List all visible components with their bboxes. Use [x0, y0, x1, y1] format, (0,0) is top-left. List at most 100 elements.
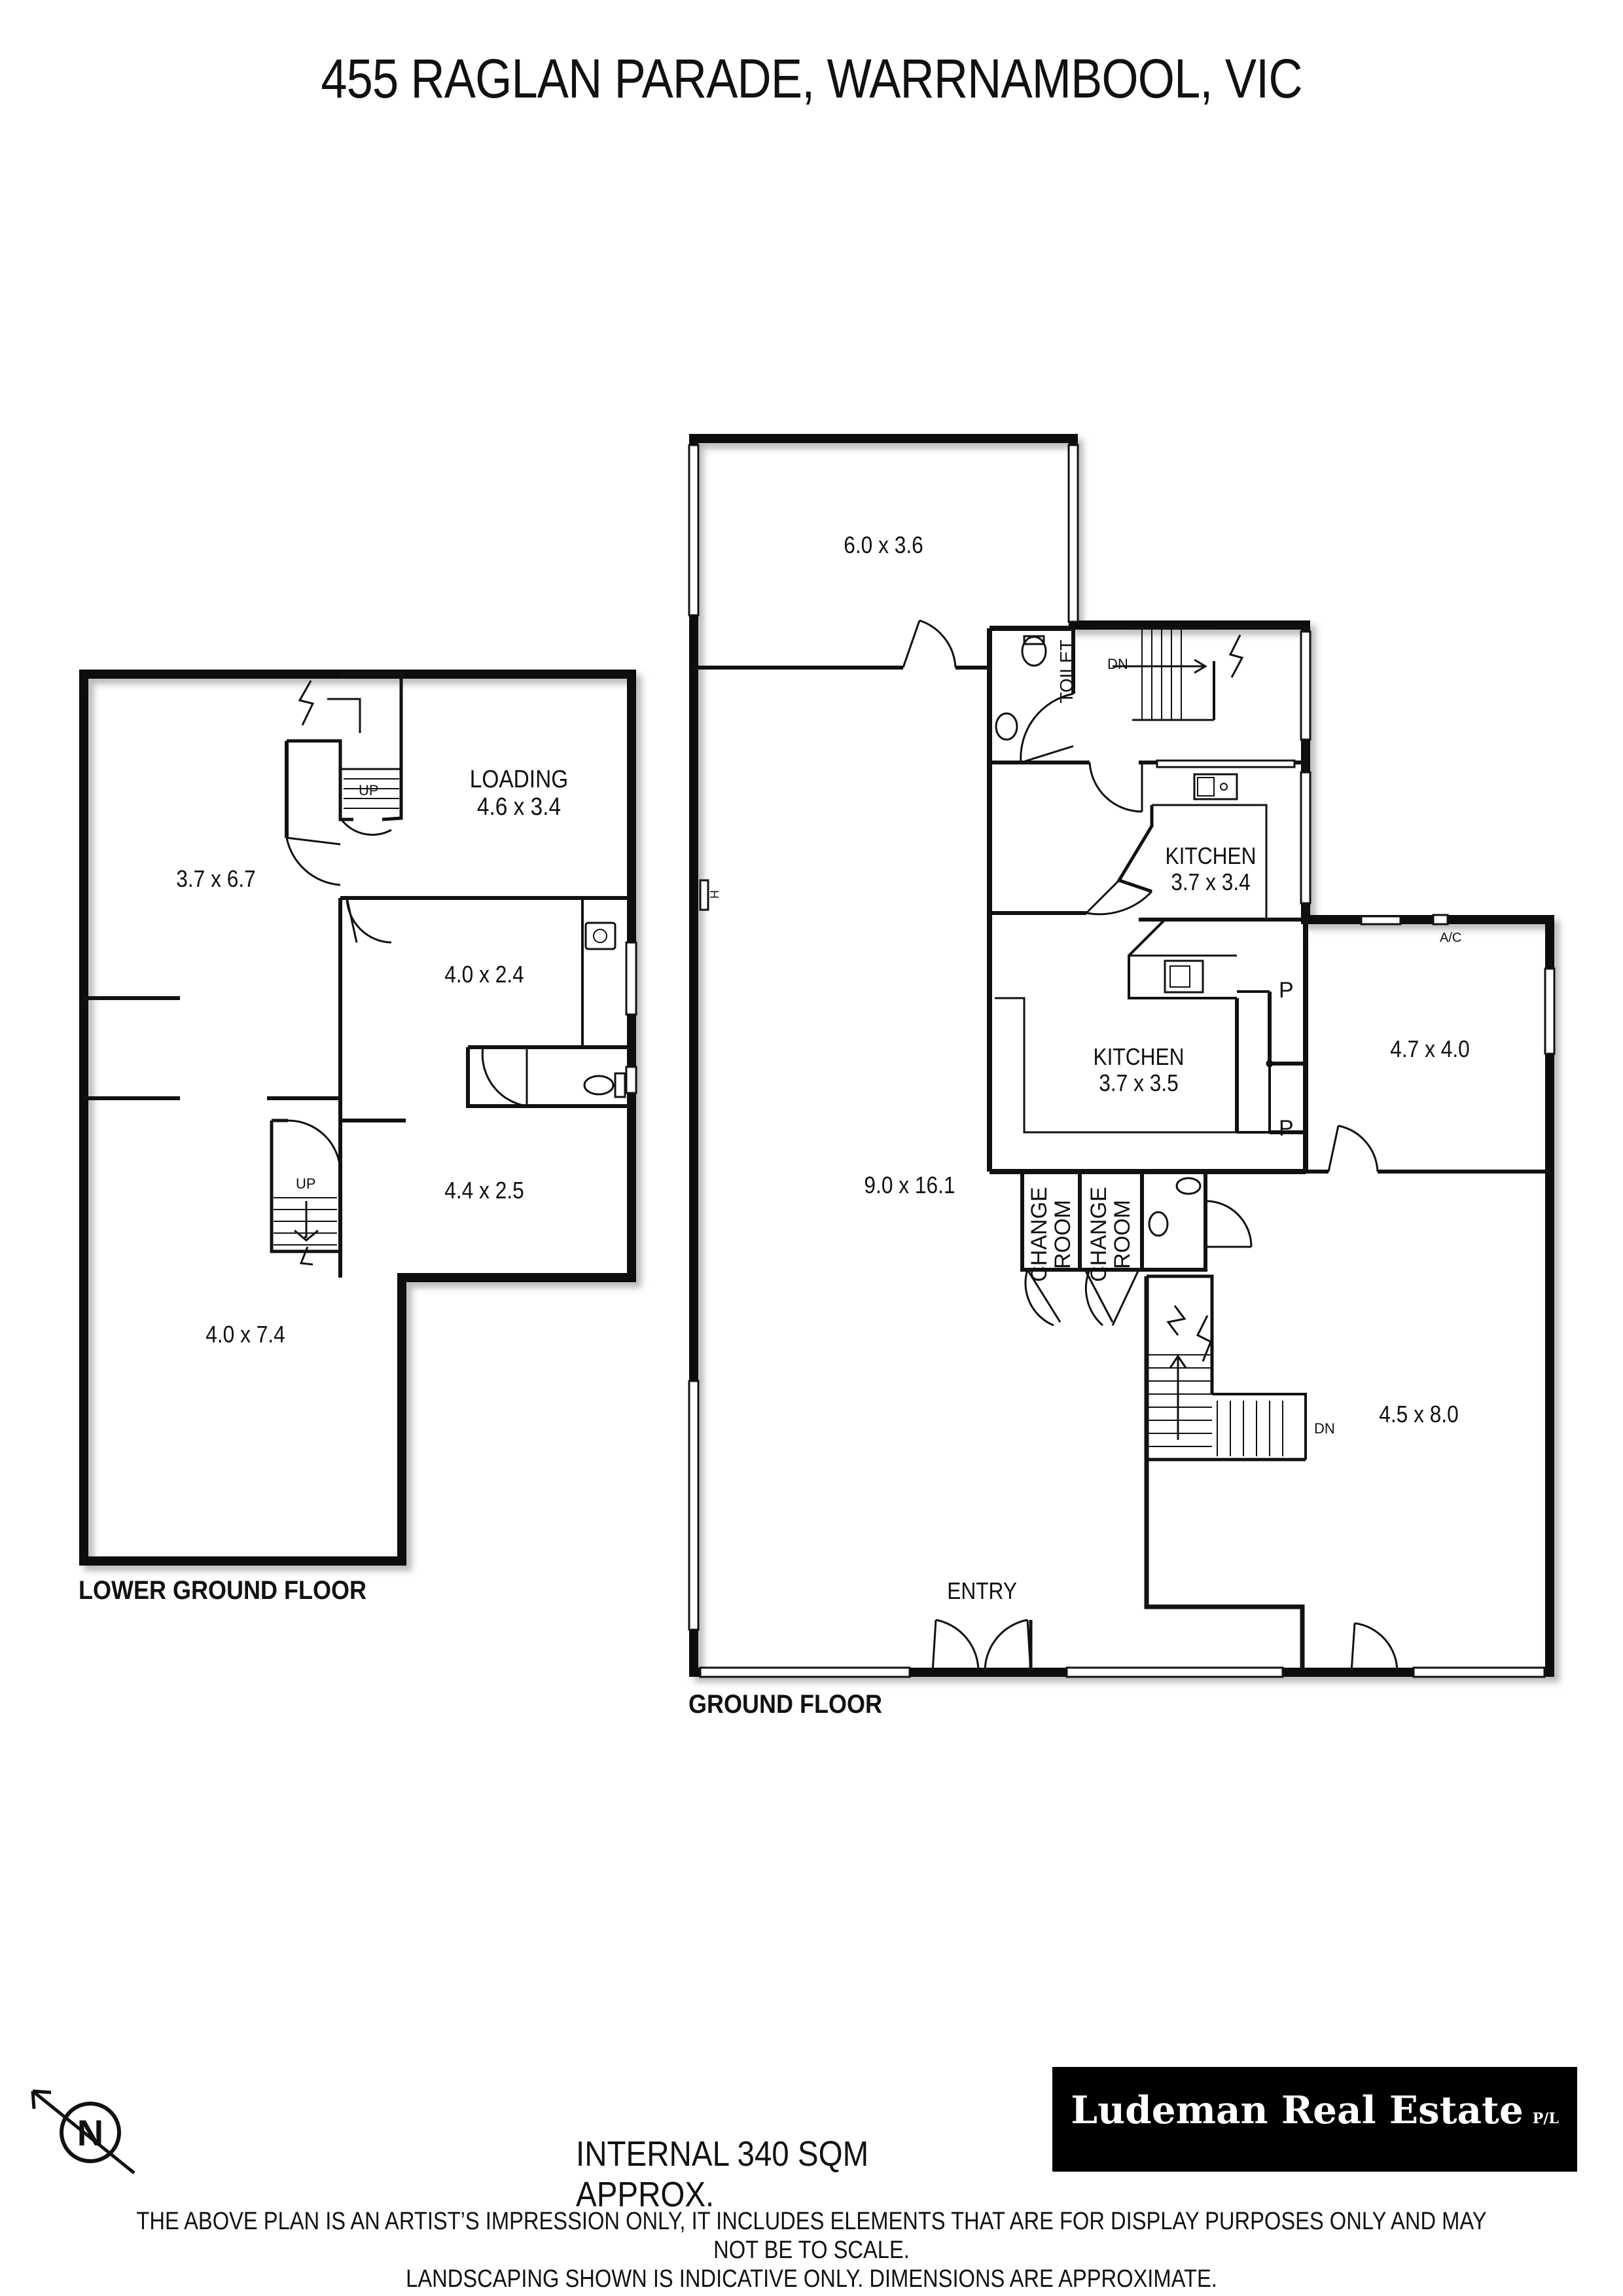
compass-letter: N	[77, 2112, 103, 2153]
kitchen2-bench	[1128, 918, 1237, 999]
room-name: KITCHEN	[1165, 842, 1257, 869]
room-4.0x7.4: 4.0 x 7.4	[205, 1321, 285, 1348]
ground-break-line	[1228, 634, 1244, 678]
ground-window	[1360, 915, 1402, 925]
ground-window	[699, 1666, 911, 1678]
lower-door-swing	[287, 1119, 342, 1172]
lower-stair2-wall	[270, 1121, 340, 1253]
disclaimer-line-1: THE ABOVE PLAN IS AN ARTIST’S IMPRESSION…	[136, 2208, 1487, 2264]
lower-door-swing	[346, 897, 392, 944]
lower-ground-floor-label: LOWER GROUND FLOOR	[79, 1576, 366, 1605]
lower-break-line	[298, 680, 315, 726]
room-4.7x4.0: 4.7 x 4.0	[1390, 1035, 1470, 1062]
page-title: 455 RAGLAN PARADE, WARRNAMBOOL, VIC	[321, 48, 1302, 109]
disclaimer: THE ABOVE PLAN IS AN ARTIST’S IMPRESSION…	[114, 2207, 1510, 2293]
room-entry: ENTRY	[947, 1577, 1017, 1604]
room-kitchen-1: KITCHEN 3.7 x 3.4	[1153, 843, 1268, 895]
ground-door-swing	[919, 619, 957, 668]
lower-door-swing	[285, 837, 341, 886]
ground-stair-treads	[1141, 628, 1182, 720]
agency-suffix: P/L	[1532, 2110, 1559, 2127]
room-dims: 4.6 x 3.4	[476, 793, 562, 821]
room-name: KITCHEN	[1093, 1043, 1185, 1070]
ground-toilet	[1021, 636, 1047, 667]
ground-window	[1412, 1666, 1546, 1678]
room-loading: LOADING 4.6 x 3.4	[459, 766, 580, 821]
stair-label-up: UP	[359, 782, 379, 798]
ground-basin	[995, 712, 1018, 741]
lower-stair-landing	[339, 741, 401, 770]
ground-door-leaf	[902, 620, 921, 668]
ground-floor-label: GROUND FLOOR	[688, 1690, 882, 1719]
ground-window	[1300, 771, 1311, 905]
ground-window	[1067, 444, 1079, 623]
lower-toilet-door	[481, 1047, 527, 1107]
room-dims: 3.7 x 3.4	[1171, 869, 1251, 895]
room-name: LOADING	[469, 766, 569, 793]
ac-label: A/C	[1440, 931, 1462, 945]
kitchen1-bench	[1152, 804, 1268, 920]
pantry-label: P	[1279, 1116, 1294, 1141]
bathroom-basin	[1175, 1177, 1202, 1195]
room-4.0x2.4: 4.0 x 2.4	[444, 961, 524, 988]
bathroom-door	[1205, 1200, 1253, 1247]
lower-ground-floor-plan	[79, 670, 637, 1566]
room-9.0x16.1: 9.0 x 16.1	[864, 1172, 955, 1198]
change-room-door	[1024, 1269, 1054, 1327]
kitchen1-door	[1088, 762, 1143, 813]
ground-window	[1065, 1666, 1284, 1678]
room-dims: 3.7 x 3.5	[1099, 1069, 1179, 1096]
ground-window	[688, 1380, 700, 1631]
ground-stair2-wall	[1144, 1276, 1305, 1672]
agency-logo	[1052, 2067, 1577, 2172]
lower-window	[625, 1066, 637, 1094]
stair-label-dn: DN	[1107, 656, 1128, 672]
lower-outer-wall	[79, 670, 636, 1566]
disclaimer-line-2: LANDSCAPING SHOWN IS INDICATIVE ONLY. DI…	[406, 2265, 1217, 2293]
heater	[699, 879, 709, 911]
kitchen1-sink	[1193, 773, 1238, 800]
lower-stair-arrow	[327, 698, 361, 733]
room-kitchen-2: KITCHEN 3.7 x 3.5	[1081, 1044, 1196, 1096]
entry-door-left	[935, 1619, 980, 1673]
ground-window	[688, 444, 700, 617]
stair-label-up: UP	[296, 1175, 316, 1192]
lower-toilet	[583, 1075, 615, 1096]
rear-door	[1354, 1622, 1399, 1673]
lower-sink	[584, 922, 616, 950]
lower-stair-wall	[340, 672, 403, 821]
ac-unit	[1432, 914, 1449, 925]
lower-window	[625, 941, 637, 1016]
entry-door-right	[984, 1619, 1028, 1673]
room-toilet: TOILET	[1056, 639, 1077, 704]
change-room-door	[1084, 1269, 1103, 1327]
room-3.7x6.7: 3.7 x 6.7	[176, 865, 256, 892]
ground-stair2-treads	[1147, 1354, 1212, 1447]
kitchen2-sink	[1164, 960, 1204, 994]
agency-name: Ludeman Real Estate	[1071, 2088, 1524, 2132]
lower-stair-wall	[287, 739, 353, 821]
heater-label: H	[707, 890, 721, 899]
compass: N	[31, 2089, 135, 2174]
ground-floor-plan	[688, 434, 1556, 1678]
compass-circle	[60, 2102, 121, 2163]
room-change-room-2: CHANGE ROOM	[1086, 1187, 1135, 1282]
ground-window	[1300, 630, 1311, 741]
kitchen1-door	[1086, 890, 1153, 916]
lower-toilet-wall	[466, 1047, 632, 1108]
lower-door-swing	[339, 817, 392, 836]
room-change-room-1: CHANGE ROOM	[1027, 1187, 1075, 1282]
ground-door-swing	[1338, 1124, 1379, 1172]
room-6.0x3.6: 6.0 x 3.6	[844, 531, 923, 558]
stair-label-dn: DN	[1314, 1420, 1335, 1437]
ground-window	[1544, 967, 1556, 1055]
bathroom-wall	[1140, 1172, 1207, 1272]
ground-window	[1156, 759, 1296, 768]
room-4.5x8.0: 4.5 x 8.0	[1379, 1401, 1459, 1427]
room-4.4x2.5: 4.4 x 2.5	[444, 1177, 524, 1204]
lower-stair-treads	[344, 778, 399, 809]
toilet-door	[1020, 692, 1074, 763]
internal-area: INTERNAL 340 SQM APPROX.	[576, 2134, 869, 2214]
